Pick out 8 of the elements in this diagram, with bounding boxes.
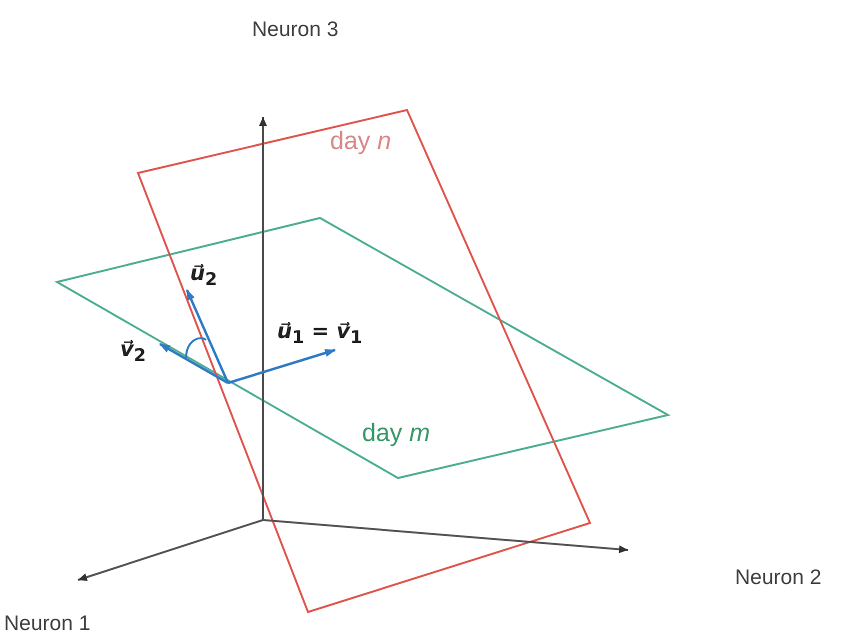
plane-label: day n	[330, 128, 392, 156]
vector-label: u⃗$_{2}$	[190, 262, 218, 290]
axis-label: Neuron 2	[735, 566, 822, 590]
axis-label: Neuron 3	[252, 18, 338, 42]
vector-label: u⃗$_{1}$ = v⃗$_{1}$	[277, 320, 362, 348]
plane-label: day m	[362, 420, 430, 448]
axis-label: Neuron 1	[4, 612, 90, 636]
vector-label: v⃗$_{2}$	[120, 338, 146, 366]
